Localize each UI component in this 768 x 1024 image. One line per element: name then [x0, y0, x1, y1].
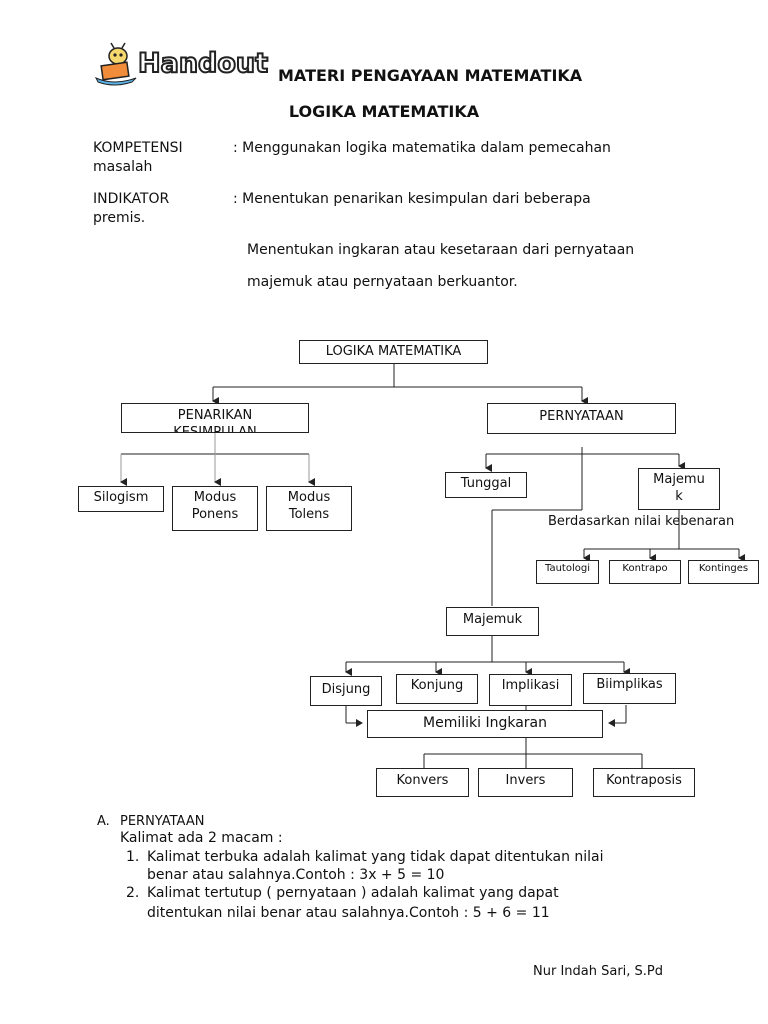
node-konvers: Konvers: [376, 768, 469, 797]
node-majemuk-top-label-1: Majemu: [653, 472, 705, 487]
node-kontingensi-label: Kontinges: [698, 563, 749, 574]
section-a-marker: A.: [97, 814, 110, 829]
section-a-intro: Kalimat ada 2 macam :: [120, 830, 283, 846]
list-item-2-line-2: ditentukan nilai benar atau salahnya.Con…: [147, 905, 550, 921]
node-memiliki-ingkaran: Memiliki Ingkaran: [367, 710, 603, 738]
node-logika-matematika-label: LOGIKA MATEMATIKA: [325, 344, 462, 359]
handout-logo: Handout: [92, 42, 282, 92]
node-silogisme: Silogism: [78, 486, 164, 512]
node-memiliki-ingkaran-label: Memiliki Ingkaran: [423, 715, 547, 731]
indikator-text: : Menentukan penarikan kesimpulan dari b…: [233, 191, 591, 207]
node-majemuk-top-label-2: k: [675, 489, 683, 504]
node-kontraposisi: Kontraposis: [593, 768, 695, 797]
node-disjungsi: Disjung: [310, 676, 382, 706]
node-majemuk-top: Majemu k: [638, 468, 720, 510]
kompetensi-text: : Menggunakan logika matematika dalam pe…: [233, 140, 611, 156]
node-penarikan-kesimpulan: PENARIKAN KESIMPULAN: [121, 403, 309, 433]
node-kontingensi: Kontinges: [688, 560, 759, 584]
author-credit: Nur Indah Sari, S.Pd: [533, 964, 664, 979]
bee-mascot-icon: [94, 42, 137, 86]
node-penarikan-label: PENARIKAN KESIMPULAN: [173, 408, 257, 433]
node-logika-matematika: LOGIKA MATEMATIKA: [299, 340, 488, 364]
node-modus-tolens: Modus Tolens: [266, 486, 352, 531]
indikator-label: INDIKATOR: [93, 191, 170, 207]
list-item-1-line-1: Kalimat terbuka adalah kalimat yang tida…: [147, 849, 604, 865]
node-tunggal-label: Tunggal: [460, 476, 512, 491]
node-invers: Invers: [478, 768, 573, 797]
list-item-1-line-2: benar atau salahnya.Contoh : 3x + 5 = 10: [147, 867, 445, 883]
node-modus-ponens: Modus Ponens: [172, 486, 258, 531]
node-disjungsi-label: Disjung: [321, 682, 371, 697]
node-majemuk: Majemuk: [446, 607, 539, 636]
kompetensi-text-cont: masalah: [93, 159, 153, 175]
section-a-heading: PERNYATAAN: [120, 814, 205, 829]
node-modus-ponens-label-1: Modus: [193, 490, 237, 505]
node-invers-label: Invers: [505, 773, 546, 788]
node-implikasi: Implikasi: [489, 674, 572, 706]
indikator-text-2: Menentukan ingkaran atau kesetaraan dari…: [247, 242, 635, 258]
node-tunggal: Tunggal: [445, 472, 527, 498]
diagram-connectors: [120, 363, 745, 768]
node-tautologi: Tautologi: [536, 560, 599, 584]
list-item-1-number: 1.: [126, 849, 140, 865]
indikator-text-cont: premis.: [93, 210, 146, 226]
node-konvers-label: Konvers: [396, 773, 449, 788]
node-kontraposisi-label: Kontraposis: [606, 773, 682, 788]
node-konjungsi: Konjung: [396, 674, 478, 704]
page-title: MATERI PENGAYAAN MATEMATIKA: [278, 66, 583, 85]
list-item-2-number: 2.: [126, 885, 140, 901]
node-silogisme-label: Silogism: [93, 490, 149, 505]
node-biimplikasi: Biimplikas: [583, 673, 676, 704]
node-pernyataan-label: PERNYATAAN: [539, 409, 624, 424]
node-tautologi-label: Tautologi: [545, 563, 590, 574]
node-majemuk-label: Majemuk: [462, 612, 523, 627]
list-item-2-line-1: Kalimat tertutup ( pernyataan ) adalah k…: [147, 885, 559, 901]
node-modus-ponens-label-2: Ponens: [191, 507, 239, 522]
berdasarkan-label: Berdasarkan nilai kebenaran: [548, 514, 735, 529]
node-modus-tolens-label-1: Modus: [287, 490, 331, 505]
logo-word: Handout: [137, 47, 269, 80]
node-implikasi-label: Implikasi: [501, 678, 560, 693]
node-kontradiksi: Kontrapo: [609, 560, 681, 584]
node-kontradiksi-label: Kontrapo: [622, 563, 668, 574]
indikator-text-2-cont: majemuk atau pernyataan berkuantor.: [247, 274, 518, 290]
node-modus-tolens-label-2: Tolens: [288, 507, 330, 522]
kompetensi-label: KOMPETENSI: [93, 140, 183, 156]
page-subtitle: LOGIKA MATEMATIKA: [288, 102, 480, 121]
node-konjungsi-label: Konjung: [410, 678, 464, 693]
node-biimplikasi-label: Biimplikas: [596, 677, 663, 692]
node-pernyataan: PERNYATAAN: [487, 403, 676, 434]
